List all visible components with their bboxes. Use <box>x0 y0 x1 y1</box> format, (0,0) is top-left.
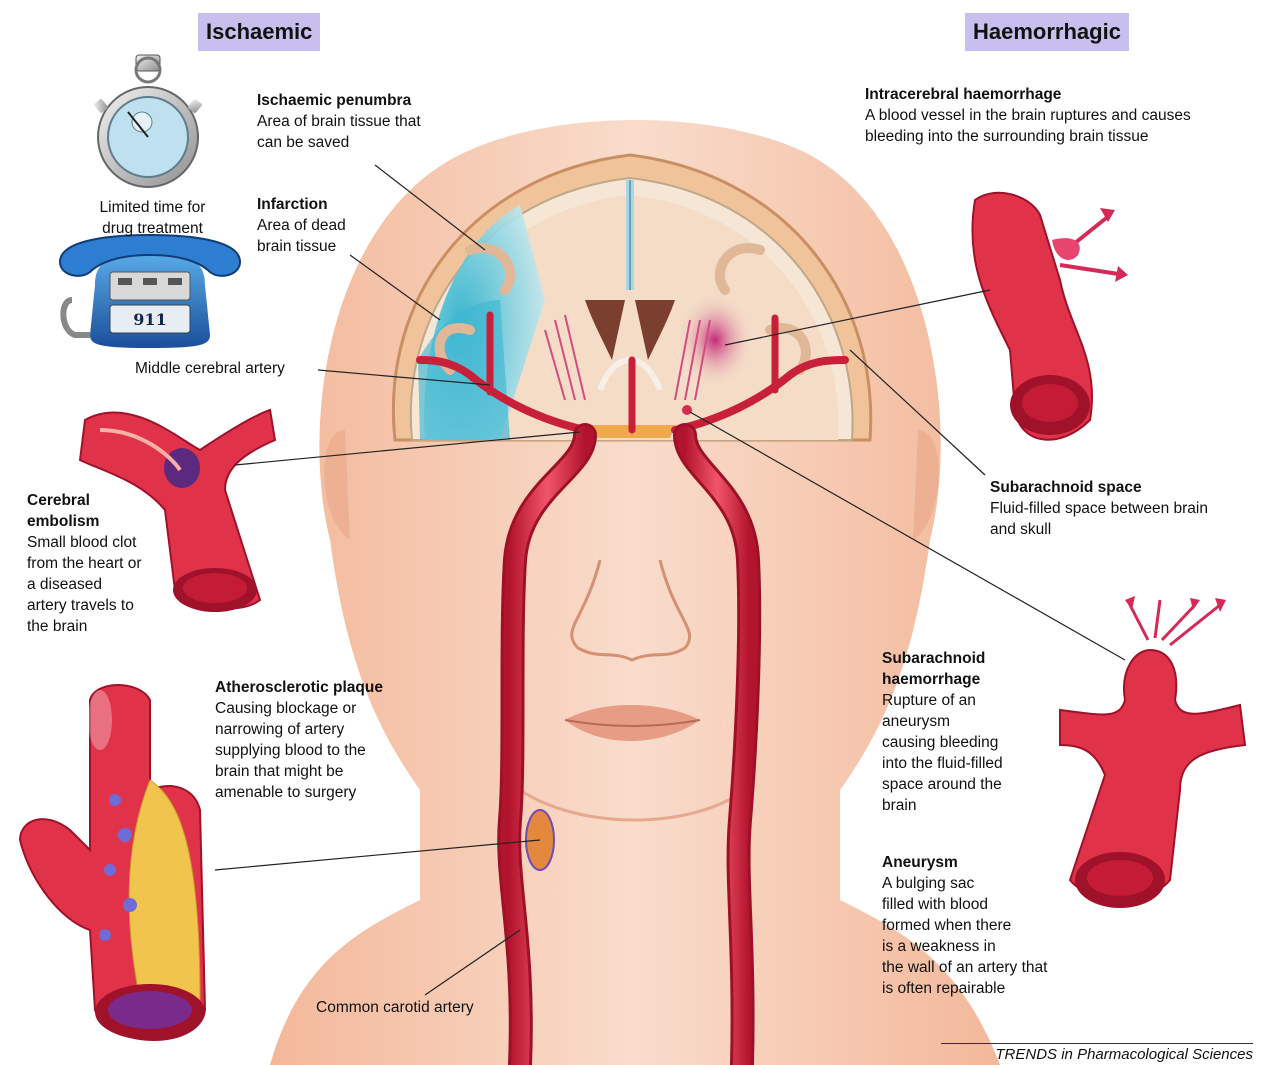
phone-number: 911 <box>133 310 166 329</box>
section-tag-haemorrhagic: Haemorrhagic <box>965 13 1129 51</box>
timer-label: Limited time for drug treatment <box>80 197 225 239</box>
aneurysm-label: Aneurysm A bulging sac filled with blood… <box>882 852 1097 999</box>
stopwatch-icon <box>93 55 202 187</box>
infarction-label: Infarction Area of dead brain tissue <box>257 194 417 257</box>
mca-label: Middle cerebral artery <box>135 358 335 379</box>
subarachnoid-space-label: Subarachnoid space Fluid-filled space be… <box>990 477 1255 540</box>
subarachnoid-haemorrhage-label: Subarachnoid haemorrhage Rupture of an a… <box>882 648 1042 816</box>
telephone-icon: 911 <box>60 235 240 348</box>
plaque-label: Atherosclerotic plaque Causing blockage … <box>215 677 435 803</box>
carotid-label: Common carotid artery <box>316 997 516 1018</box>
intracerebral-label: Intracerebral haemorrhage A blood vessel… <box>865 84 1255 147</box>
ruptured-vessel-icon <box>972 193 1128 440</box>
embolism-label: Cerebral embolism Small blood clot from … <box>27 490 177 637</box>
plaque-vessel-icon <box>20 685 205 1040</box>
penumbra-label: Ischaemic penumbra Area of brain tissue … <box>257 90 487 153</box>
journal-credit: TRENDS in Pharmacological Sciences <box>941 1043 1253 1063</box>
section-tag-ischaemic: Ischaemic <box>198 13 320 51</box>
